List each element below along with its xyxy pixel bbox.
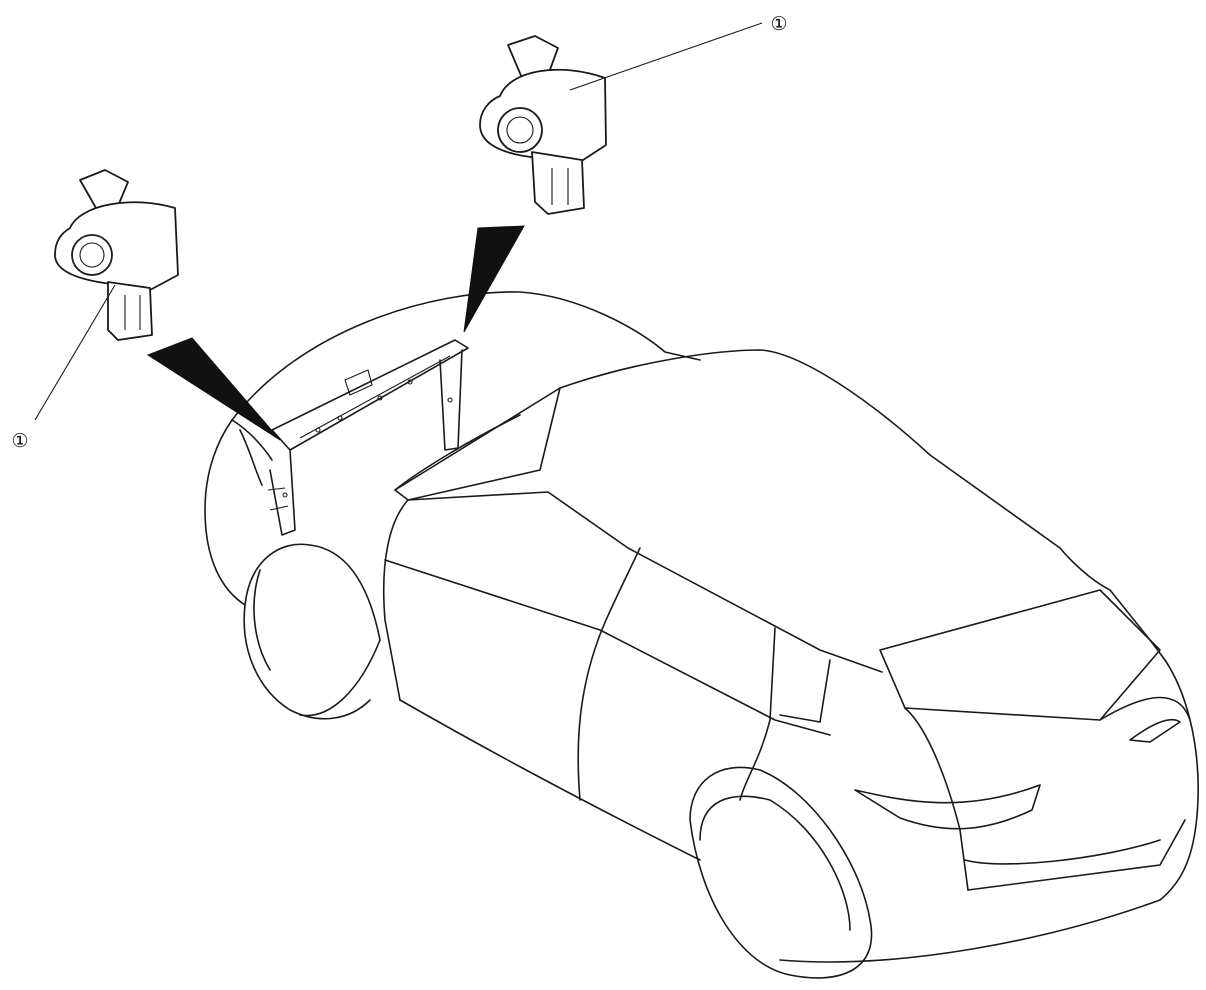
callout-left-label: ① — [11, 430, 28, 452]
pointer-wedge-right — [463, 225, 525, 333]
callout-right: ① — [770, 13, 787, 35]
front-impact-sensor-left — [54, 169, 179, 341]
vehicle-outline — [204, 291, 1199, 979]
leader-line-left — [34, 284, 116, 421]
callout-right-label: ① — [770, 13, 787, 35]
callout-left: ① — [11, 430, 28, 452]
pointer-wedge-left — [146, 337, 281, 441]
front-impact-sensor-right — [479, 35, 607, 215]
leader-line-right — [569, 22, 763, 91]
radiator-core-support — [267, 339, 469, 536]
